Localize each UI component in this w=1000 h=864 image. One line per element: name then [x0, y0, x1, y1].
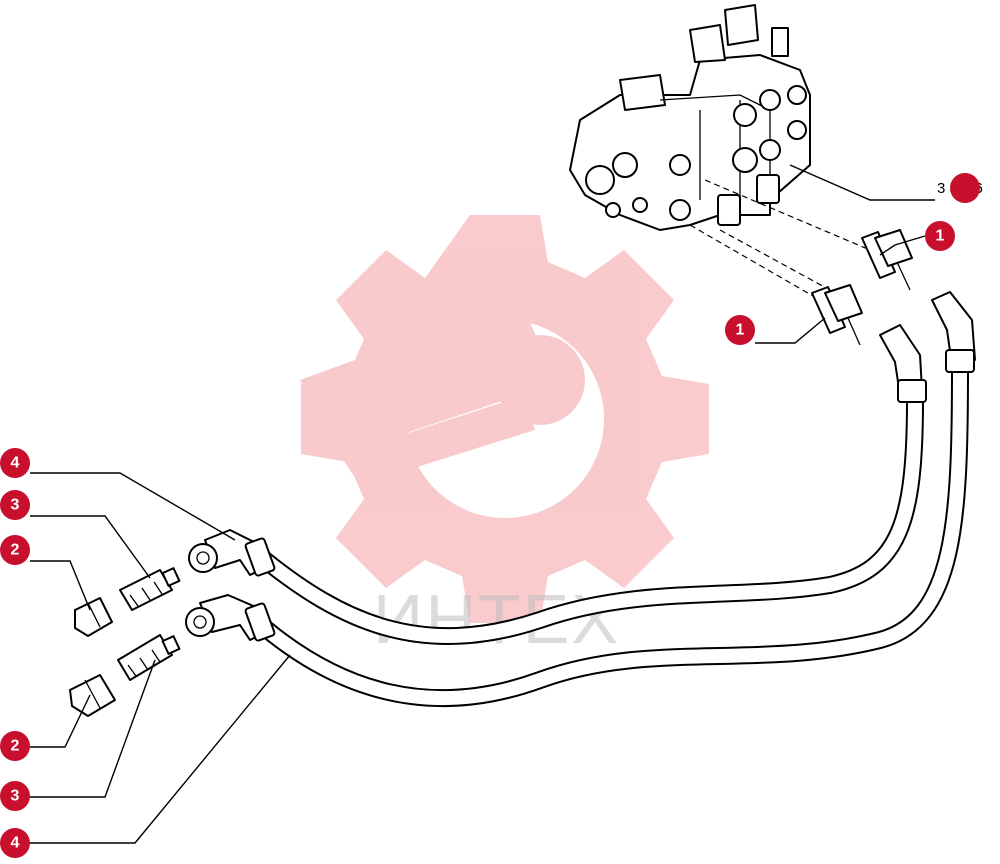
wrench-icon	[300, 300, 585, 485]
coupler-upper	[119, 567, 181, 611]
svg-text:1: 1	[736, 322, 745, 339]
hose-elbow-lower-left	[185, 594, 276, 642]
svg-text:4: 4	[11, 455, 20, 472]
leader-2-lower	[30, 694, 91, 748]
leader-2-upper	[30, 560, 91, 611]
hose-upper	[256, 391, 924, 646]
gear-icon	[301, 215, 709, 623]
cap-lower	[69, 674, 116, 717]
leader-4-upper	[30, 472, 236, 541]
hose-elbow-lower-right	[931, 291, 976, 373]
callout-3-lower: 3	[0, 781, 30, 811]
reference-marker	[950, 173, 980, 203]
svg-text:2: 2	[11, 738, 20, 755]
callout-3-upper: 3	[0, 490, 30, 520]
alignment-line-lower	[689, 224, 821, 301]
hose-elbow-upper-left	[188, 529, 276, 577]
leader-3-lower	[30, 659, 156, 798]
svg-text:3: 3	[11, 497, 20, 514]
callout-1-lower: 1	[725, 315, 755, 345]
adapter-fitting-upper	[861, 229, 913, 291]
leader-3-upper	[30, 515, 151, 579]
callout-4-lower: 4	[0, 828, 30, 858]
leader-1-upper	[879, 235, 926, 256]
callout-4-upper: 4	[0, 448, 30, 478]
coupler-lower	[117, 634, 181, 681]
callout-2-lower: 2	[0, 731, 30, 761]
leader-1-lower	[755, 317, 826, 344]
svg-text:4: 4	[11, 835, 20, 852]
reference-leader	[789, 164, 935, 201]
leader-4-lower	[30, 654, 291, 844]
control-valve-assembly	[569, 4, 811, 231]
hose-elbow-upper-right	[879, 324, 927, 403]
svg-text:1: 1	[936, 228, 945, 245]
callout-2-upper: 2	[0, 535, 30, 565]
svg-text:3: 3	[11, 788, 20, 805]
hose-lower	[256, 361, 969, 708]
svg-text:2: 2	[11, 542, 20, 559]
adapter-fitting-lower	[811, 284, 863, 346]
callout-1-upper: 1	[925, 221, 955, 251]
watermark-text: ИНТЕХ	[373, 580, 620, 658]
cap-upper	[74, 597, 113, 637]
watermark-logo	[300, 215, 709, 623]
